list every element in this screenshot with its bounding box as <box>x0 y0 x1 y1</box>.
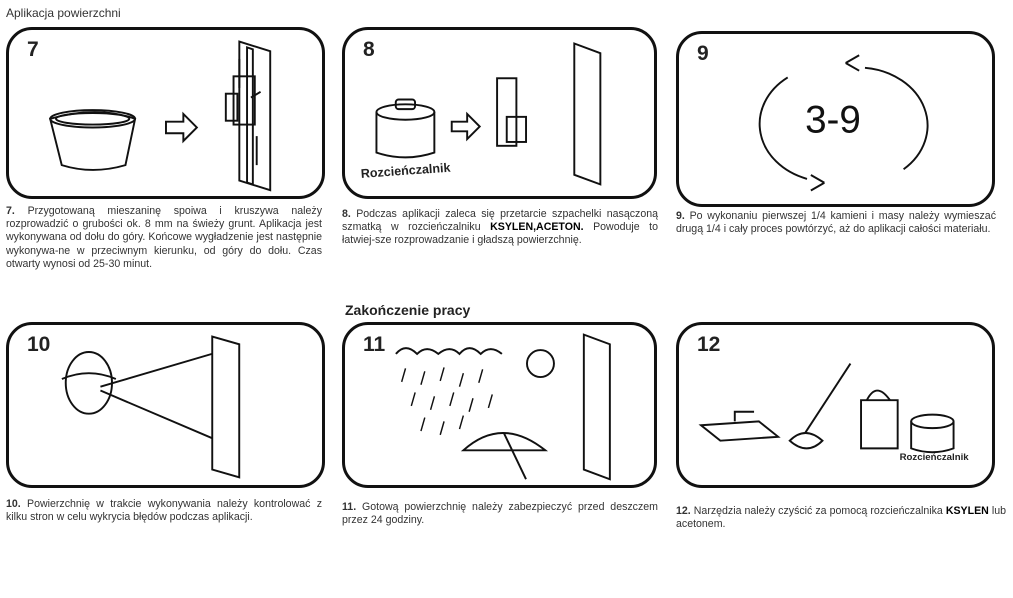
step-7-caption: 7. Przygotowaną mieszaninę spoiwa i krus… <box>6 205 322 270</box>
step-10-caption: 10. Powierzchnię w trakcie wykonywania n… <box>6 498 322 524</box>
step-number: 9 <box>697 42 709 65</box>
step-number: 12 <box>697 333 721 356</box>
page-header: Aplikacja powierzchni <box>6 6 121 20</box>
step-8-panel: 8 Rozcieńczalnik <box>342 27 657 199</box>
step-number: 8 <box>363 38 375 61</box>
step-number: 10 <box>27 333 51 356</box>
cycle-text: 3-9 <box>805 99 861 142</box>
step-10-panel: 10 <box>6 322 325 488</box>
section-title: Zakończenie pracy <box>345 302 471 318</box>
step-9-panel: 9 3-9 <box>676 31 995 207</box>
inspection-illustration <box>61 335 241 479</box>
step-8-caption: 8. Podczas aplikacji zaleca się przetarc… <box>342 208 658 247</box>
thinner-label: Rozcieńczalnik <box>900 452 970 463</box>
step-11-panel: 11 <box>342 322 657 488</box>
step-9-caption: 9. Po wykonaniu pierwszej 1/4 kamieni i … <box>676 210 996 236</box>
tool-cleaning-illustration: Rozcieńczalnik <box>698 363 970 463</box>
repeat-cycle-illustration: 3-9 <box>758 54 929 192</box>
step-number: 11 <box>363 333 386 356</box>
step-7-panel: 7 <box>6 27 325 199</box>
step-11-caption: 11. Gotową powierzchnię należy zabezpiec… <box>342 501 658 527</box>
step-12-panel: 12 Rozcieńczalnik <box>676 322 995 488</box>
rain-protection-illustration <box>395 333 611 481</box>
bowl-to-wall-illustration <box>49 40 272 192</box>
thinner-and-trowel-illustration: Rozcieńczalnik <box>360 42 602 186</box>
thinner-label: Rozcieńczalnik <box>360 161 451 181</box>
step-number: 7 <box>27 38 39 61</box>
step-12-caption: 12. Narzędzia należy czyścić za pomocą r… <box>676 505 1006 531</box>
